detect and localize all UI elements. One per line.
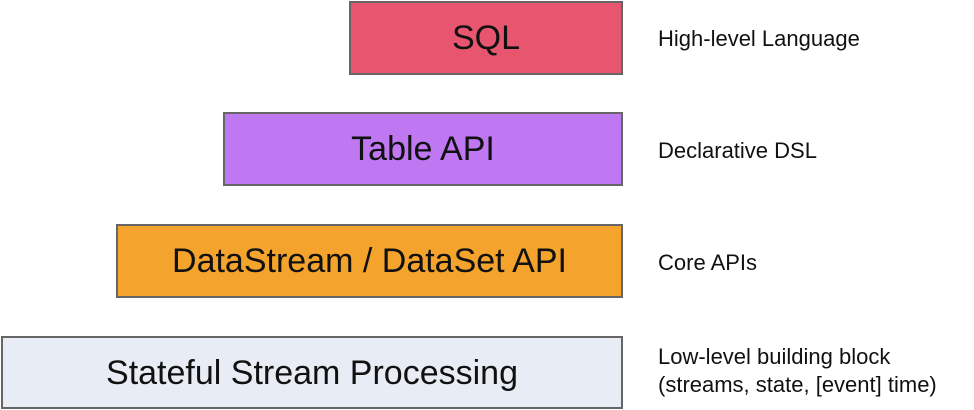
table-api-layer-description: Declarative DSL bbox=[658, 138, 817, 163]
stateful-stream-processing-layer-description: Low-level building block (streams, state… bbox=[658, 344, 937, 397]
stateful-stream-processing-layer-box: Stateful Stream Processing bbox=[1, 336, 623, 409]
sql-layer-description: High-level Language bbox=[658, 26, 860, 51]
datastream-dataset-api-layer-description: Core APIs bbox=[658, 250, 758, 275]
table-api-layer-box: Table API bbox=[223, 112, 623, 186]
sql-layer-box: SQL bbox=[349, 1, 623, 75]
datastream-dataset-api-layer-box: DataStream / DataSet API bbox=[116, 224, 623, 298]
